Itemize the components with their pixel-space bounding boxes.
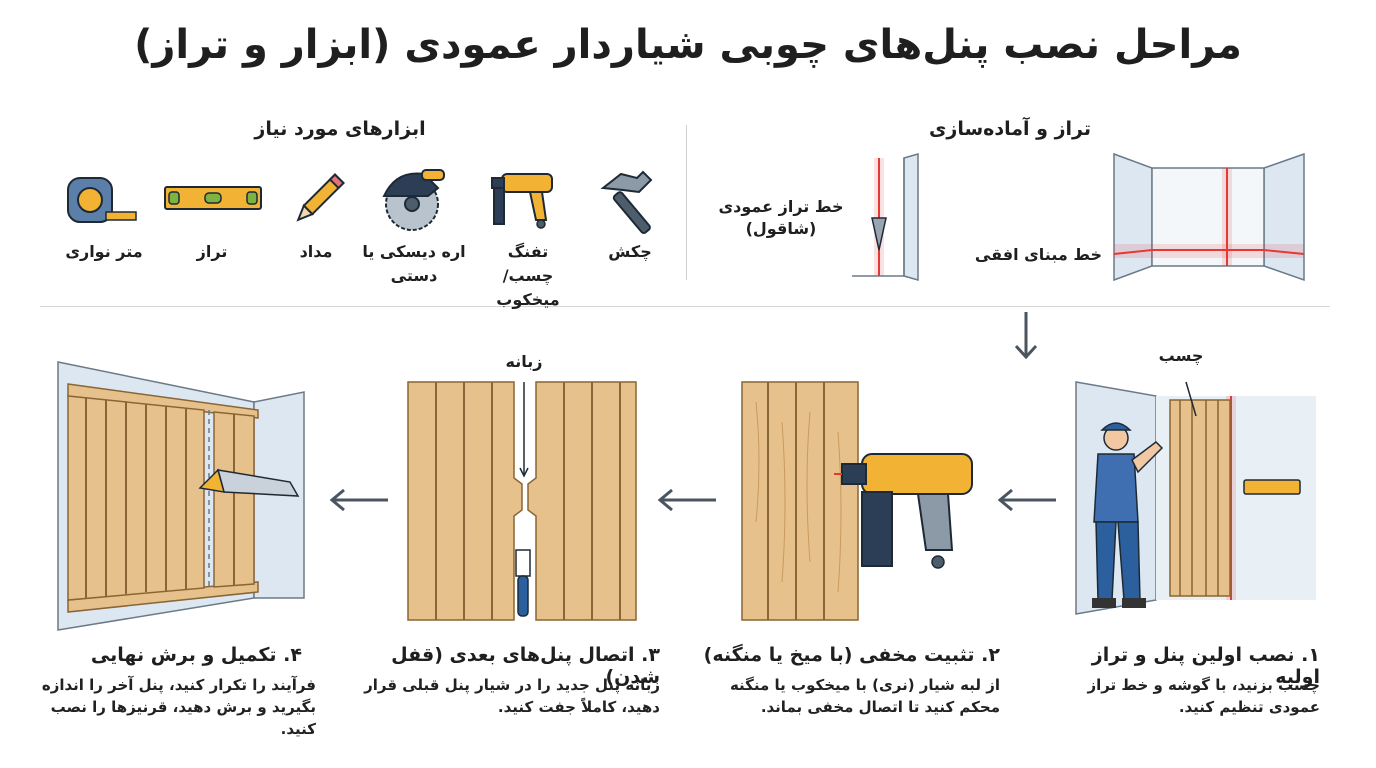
tool-label-level: تراز [196, 242, 228, 261]
tool-label-saw: اره دیسکی یا دستی [362, 242, 466, 285]
step3-title: ۳. اتصال پنل‌های بعدی (قفل شدن) [391, 644, 660, 688]
tools-heading: ابزارهای مورد نیاز [254, 118, 426, 140]
leveling-heading: تراز و آماده‌سازی [929, 118, 1091, 140]
step1-illustration [1075, 381, 1316, 615]
step2-title: ۲. تثبیت مخفی (با میخ یا منگنه) [703, 644, 1000, 666]
plumb-line-diagram [852, 153, 922, 282]
vertical-line-label: خط تراز عمودی (شاقول) [718, 197, 844, 238]
left-arrow-icon [996, 488, 1058, 512]
left-arrow-icon [656, 488, 718, 512]
page-title: مراحل نصب پنل‌های چوبی شیاردار عمودی (اب… [134, 22, 1242, 68]
section-divider [686, 125, 687, 280]
step2-desc: از لبه شیار (نری) با میخکوب یا منگنه محک… [729, 676, 1000, 716]
room-laser-diagram [1112, 152, 1306, 284]
down-arrow-icon [1014, 310, 1038, 360]
tool-label-hammer: چکش [608, 242, 652, 261]
step3-illustration [407, 381, 638, 622]
level-icon [163, 184, 263, 214]
nail-gun-icon [490, 168, 562, 232]
tool-label-pencil: مداد [299, 242, 333, 261]
step1-desc: چسب بزنید، با گوشه و خط تراز عمودی تنظیم… [1087, 676, 1320, 716]
tool-label-nail-gun: تفنگ چسب/ میخکوب [496, 242, 560, 309]
horizontal-divider [40, 306, 1330, 307]
step4-desc: فرآیند را تکرار کنید، پنل آخر را اندازه … [41, 676, 316, 738]
tongue-callout: زبانه [505, 352, 543, 371]
step3-desc: زبانه پنل جدید را در شیار پنل قبلی قرار … [364, 676, 660, 716]
hammer-icon [595, 168, 667, 234]
glue-callout: چسب [1158, 346, 1204, 365]
horizontal-line-label: خط مبنای افقی [974, 245, 1102, 264]
step4-title: ۴. تکمیل و برش نهایی [90, 644, 302, 666]
step2-illustration [741, 381, 982, 622]
left-arrow-icon [328, 488, 390, 512]
pencil-icon [288, 170, 348, 230]
step4-illustration [57, 361, 308, 631]
circular-saw-icon [378, 166, 450, 232]
tool-label-tape: متر نواری [65, 242, 143, 261]
tape-measure-icon [66, 174, 138, 228]
step1-title: ۱. نصب اولین پنل و تراز اولیه [1091, 644, 1320, 688]
